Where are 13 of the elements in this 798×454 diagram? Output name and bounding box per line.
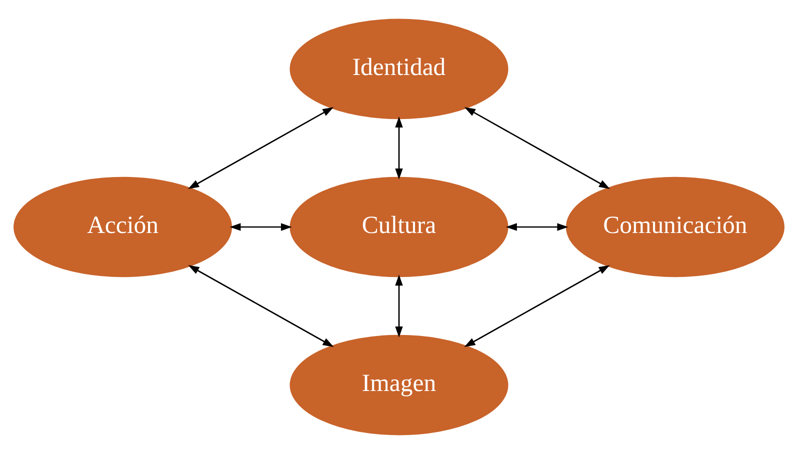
node-ellipse: Identidad: [290, 18, 508, 120]
node-ellipse: Cultura: [290, 176, 508, 278]
arrow: [188, 107, 334, 189]
arrow: [395, 274, 403, 338]
arrow: [188, 265, 334, 347]
arrow: [395, 116, 403, 180]
node-ellipse: Imagen: [290, 334, 508, 436]
node-ellipse: Comunicación: [566, 176, 784, 278]
arrow: [230, 223, 292, 231]
node-ellipse: Acción: [14, 176, 232, 278]
arrow: [464, 265, 610, 347]
arrow: [464, 107, 610, 189]
arrow: [506, 223, 568, 231]
